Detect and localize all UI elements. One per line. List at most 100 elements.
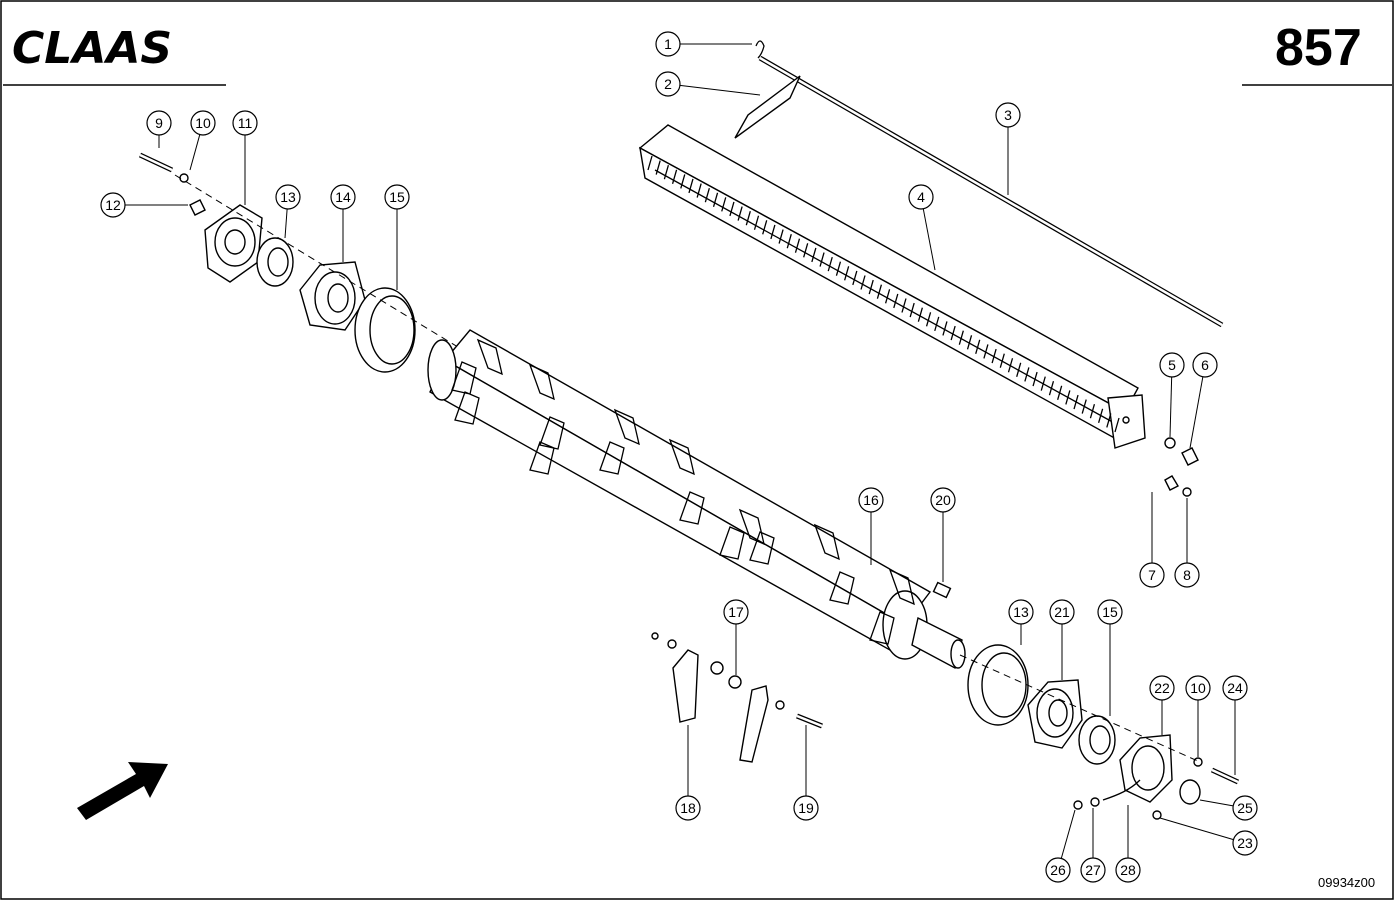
part-ball-bearing-left (256, 237, 294, 287)
callout-circle (146, 110, 172, 136)
callout-label: 6 (1201, 357, 1209, 373)
callout-label: 10 (1190, 680, 1206, 696)
callout-leader (679, 84, 761, 96)
part-bearing-housing-left (299, 261, 366, 331)
part-bolt-6 (1181, 447, 1199, 466)
callout-16: 16 (858, 487, 884, 565)
part-seal-ring-left (354, 287, 416, 373)
callout-28: 28 (1115, 805, 1141, 883)
callout-leader (1060, 809, 1076, 859)
callout-leader (1189, 376, 1204, 449)
callout-label: 20 (935, 492, 951, 508)
callout-label: 9 (155, 115, 163, 131)
part-bolt-24 (1210, 767, 1240, 785)
callout-13: 13 (275, 184, 301, 239)
part-rotor-tube (427, 329, 966, 670)
callout-label: 5 (1168, 357, 1176, 373)
part-fitting-23 (1152, 810, 1162, 820)
callout-24: 24 (1222, 675, 1248, 775)
part-bearing-housing-right (1027, 679, 1083, 749)
callout-15: 15 (384, 184, 410, 290)
part-washer-small (667, 639, 677, 649)
callout-circle (675, 795, 701, 821)
callout-leader (1159, 817, 1234, 841)
part-washer-8 (1182, 487, 1192, 497)
part-fitting-26 (1073, 800, 1083, 810)
page-number: 857 (1275, 19, 1362, 77)
callout-label: 8 (1183, 567, 1191, 583)
callout-circle (232, 110, 258, 136)
callout-15: 15 (1097, 599, 1123, 716)
callout-20: 20 (930, 487, 956, 582)
callout-circle (1232, 830, 1258, 856)
callout-label: 15 (389, 189, 405, 205)
part-grease-cap-25 (1179, 779, 1201, 805)
callout-10: 10 (1185, 675, 1211, 757)
callout-label: 11 (238, 115, 253, 131)
callout-6: 6 (1189, 352, 1218, 449)
callout-12: 12 (100, 192, 188, 218)
drawing-code: 09934z00 (1318, 875, 1375, 890)
callout-3: 3 (995, 102, 1021, 195)
callout-circle (655, 31, 681, 57)
callout-leader (1169, 376, 1173, 438)
part-bolt-19 (796, 713, 823, 729)
callout-label: 24 (1227, 680, 1243, 696)
callout-circle (908, 184, 934, 210)
callout-1: 1 (655, 31, 752, 57)
callout-27: 27 (1080, 808, 1106, 883)
callout-circle (1149, 675, 1175, 701)
callout-10: 10 (189, 110, 216, 171)
callout-label: 12 (105, 197, 121, 213)
callout-label: 2 (664, 76, 672, 92)
part-ball-bearing-right (1078, 715, 1116, 765)
callout-circle (858, 487, 884, 513)
callout-label: 22 (1154, 680, 1170, 696)
callout-label: 13 (280, 189, 296, 205)
callout-leader (189, 134, 201, 171)
callout-circle (1139, 562, 1165, 588)
callout-5: 5 (1159, 352, 1185, 438)
callout-22: 22 (1149, 675, 1175, 735)
direction-arrow-icon (77, 762, 168, 820)
callout-label: 28 (1120, 862, 1136, 878)
callout-label: 26 (1050, 862, 1066, 878)
part-plate (734, 75, 801, 139)
callout-circle (793, 795, 819, 821)
callout-label: 21 (1054, 604, 1070, 620)
part-hose-28 (1102, 779, 1141, 801)
part-bolt-9 (138, 152, 174, 173)
callout-circle (384, 184, 410, 210)
callout-label: 18 (680, 800, 696, 816)
callout-19: 19 (793, 725, 819, 821)
callout-18: 18 (675, 725, 701, 821)
assembly-axis-right (959, 654, 1201, 763)
callout-label: 1 (664, 36, 672, 52)
callout-circle (930, 487, 956, 513)
part-washer-19 (775, 700, 785, 710)
callout-label: 3 (1004, 107, 1012, 123)
part-knives (672, 649, 769, 763)
callout-label: 13 (1013, 604, 1029, 620)
callout-leader (1199, 799, 1234, 807)
callout-label: 15 (1102, 604, 1118, 620)
callout-circle (655, 71, 681, 97)
callout-9: 9 (146, 110, 172, 148)
callout-4: 4 (908, 184, 936, 271)
part-seal-ring-right (967, 644, 1029, 726)
part-serrated-bar (638, 124, 1146, 449)
callout-13: 13 (1008, 599, 1034, 645)
part-flange-right (1119, 734, 1173, 803)
callout-circle (1174, 562, 1200, 588)
bar-teeth (647, 155, 1120, 433)
callout-circle (190, 110, 216, 136)
callout-circle (1097, 599, 1123, 625)
callout-17: 17 (723, 599, 749, 675)
callout-14: 14 (330, 184, 356, 262)
part-nut-17a (710, 661, 724, 675)
part-flange-bearing-left (204, 204, 263, 283)
callout-circle (1049, 599, 1075, 625)
callout-circle (1115, 857, 1141, 883)
